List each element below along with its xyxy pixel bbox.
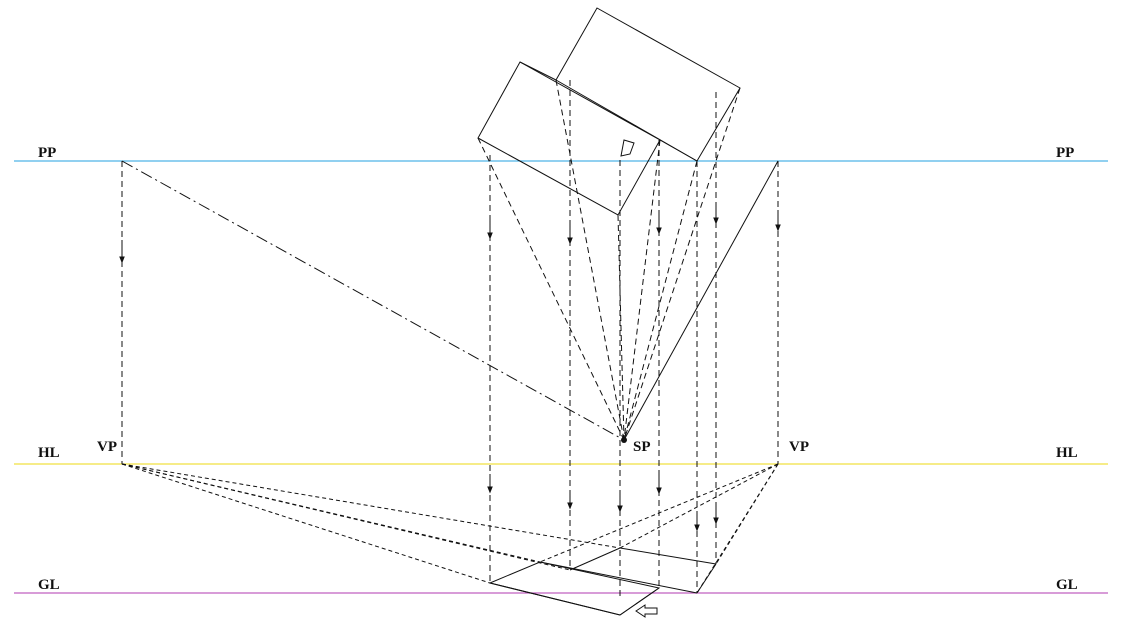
label-vp-right: VP (789, 439, 809, 455)
label-hl-left: HL (38, 445, 60, 461)
label-gl-right: GL (1056, 577, 1078, 593)
vanishing-lines (121, 463, 779, 594)
visual-rays (121, 79, 779, 441)
label-gl-left: GL (38, 577, 60, 593)
view-direction-arrow (635, 604, 658, 618)
label-hl-right: HL (1056, 445, 1078, 461)
label-pp-left: PP (38, 145, 56, 161)
station-point-dot (621, 437, 627, 443)
label-vp-left: VP (97, 439, 117, 455)
plan-view (477, 7, 741, 216)
plan-direction-arrow (620, 139, 635, 157)
label-sp: SP (633, 439, 651, 455)
perspective-view (488, 547, 717, 618)
label-pp-right: PP (1056, 145, 1074, 161)
